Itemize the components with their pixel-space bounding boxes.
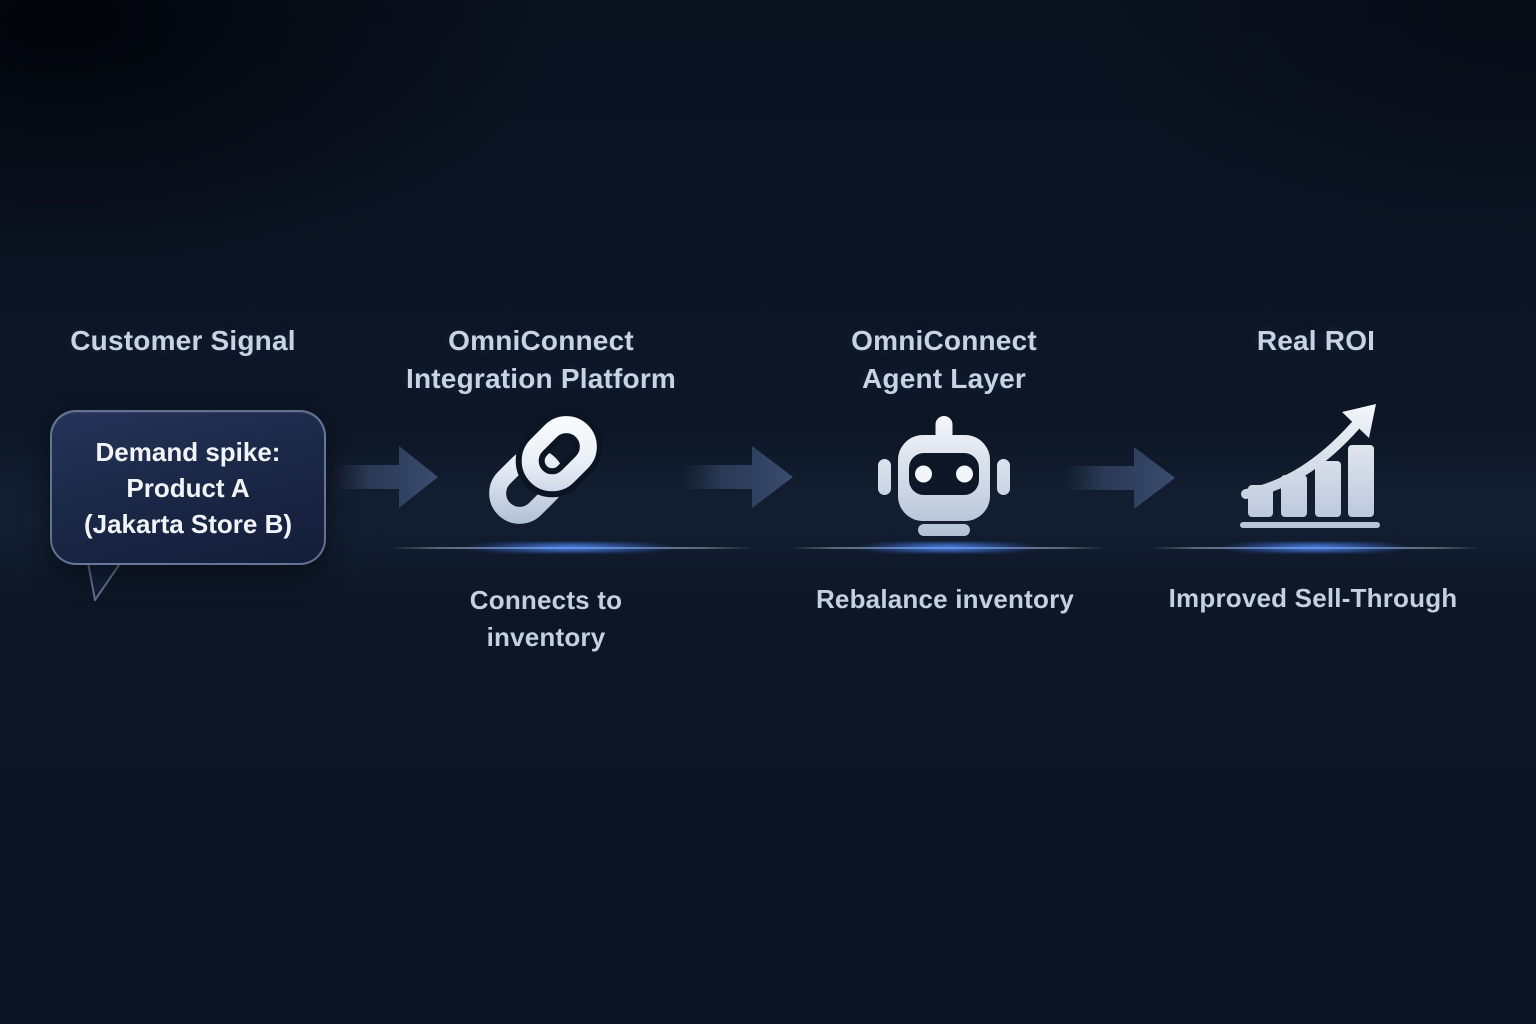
chart-trend-arrow-head: [1342, 404, 1376, 438]
stage-title-line-1: OmniConnect: [448, 325, 634, 356]
stage-title-line-2: Agent Layer: [861, 363, 1027, 394]
divider-glow-line: [790, 542, 1105, 553]
robot-ear-left: [878, 459, 891, 495]
robot-eye-right: [956, 465, 973, 483]
flow-arrow-icon: [682, 446, 793, 508]
stage-title-agent-layer: OmniConnect Agent Layer: [851, 322, 1037, 398]
divider-line: [388, 547, 753, 549]
chain-link-icon: [489, 410, 603, 524]
stage-title-customer-signal: Customer Signal: [70, 325, 296, 356]
chart-bar-4: [1348, 445, 1374, 517]
speech-bubble: Demand spike: Product A (Jakarta Store B…: [50, 410, 326, 565]
caption-rebalance-inventory: Rebalance inventory: [815, 584, 1075, 614]
flow-arrow-icon: [333, 446, 438, 508]
stage-title-integration-platform: OmniConnect Integration Platform: [406, 322, 676, 398]
robot-eye-left: [915, 465, 932, 483]
divider-blue-glow: [431, 542, 710, 553]
divider-glow-line: [1150, 542, 1480, 553]
growth-chart-icon: [1240, 404, 1380, 528]
caption-improved-sell-through: Improved Sell-Through: [1168, 583, 1458, 613]
bubble-text-line-2: Product A: [126, 472, 250, 503]
divider-glow-line: [388, 542, 753, 553]
flow-arrow-icon: [1064, 447, 1175, 509]
divider-blue-glow: [1189, 542, 1441, 553]
chart-baseline: [1240, 522, 1380, 528]
divider-line: [790, 547, 1105, 549]
stage-title-line-1: OmniConnect: [851, 325, 1037, 356]
caption-connects-to-inventory: Connects to inventory: [470, 582, 622, 656]
chart-bar-2: [1281, 475, 1307, 517]
robot-chin: [918, 524, 970, 536]
divider-blue-glow: [827, 542, 1068, 553]
stage-title-line-2: Integration Platform: [405, 363, 677, 394]
robot-ear-right: [997, 459, 1010, 495]
stage-title-real-roi: Real ROI: [1256, 325, 1376, 356]
caption-line-2: inventory: [486, 622, 606, 652]
divider-line: [1150, 547, 1480, 549]
chart-bar-3: [1315, 461, 1341, 517]
robot-visor: [909, 453, 979, 495]
robot-icon: [878, 416, 1010, 536]
chart-trend-arrow-shaft: [1241, 421, 1360, 499]
caption-line-1: Connects to: [469, 585, 623, 615]
bubble-text-line-1: Demand spike:: [95, 436, 281, 467]
bubble-text-line-3: (Jakarta Store B): [83, 508, 293, 539]
